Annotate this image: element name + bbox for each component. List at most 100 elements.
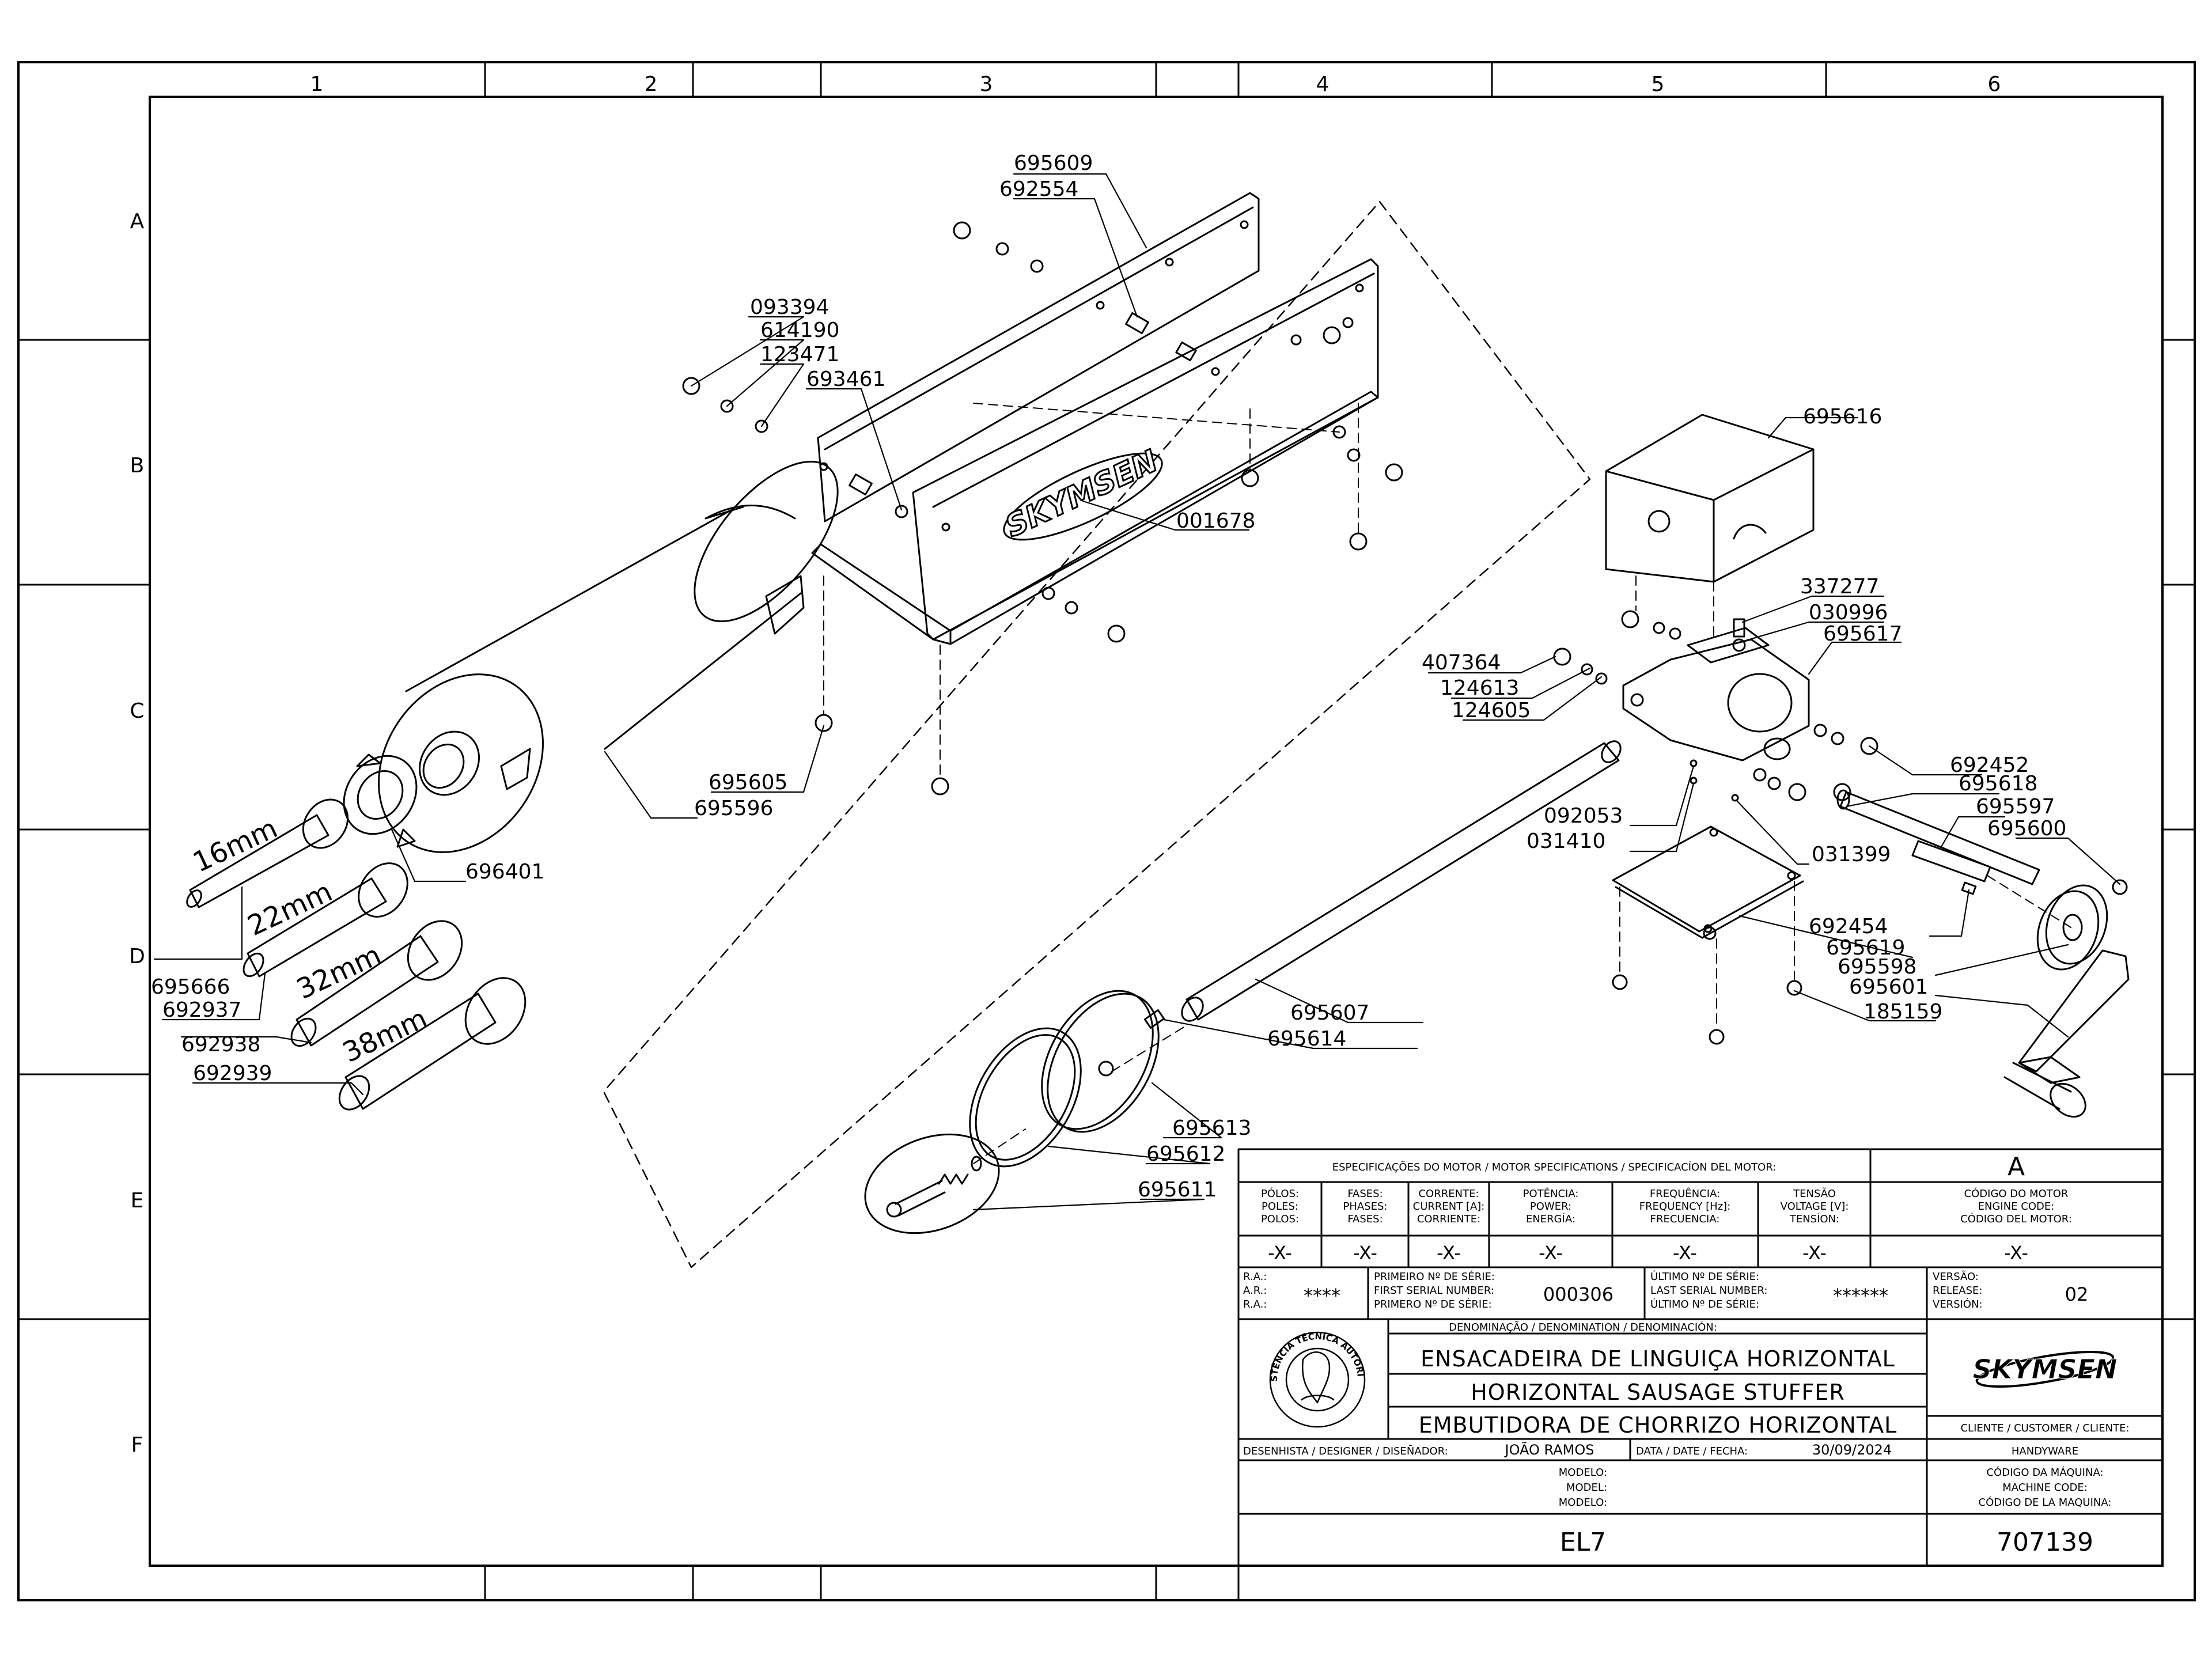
voltage-label-pt: TENSÃO — [1793, 1187, 1836, 1200]
grid-labels: 1 2 3 4 5 6 A B C D E F — [129, 73, 2001, 1457]
phases-value: -X- — [1353, 1242, 1377, 1264]
grid-ticks — [18, 62, 2195, 1600]
grid-col-3: 3 — [980, 73, 993, 96]
version-label-es: VERSIÓN: — [1933, 1298, 1983, 1310]
gear-housing — [1622, 627, 1810, 762]
engine-code-label-pt: CÓDIGO DO MOTOR — [1964, 1187, 2069, 1200]
part-696401: 696401 — [465, 860, 544, 884]
revision-letter: A — [2008, 1152, 2025, 1181]
poles-label-en: POLES: — [1262, 1200, 1298, 1213]
part-001678: 001678 — [1176, 509, 1255, 533]
title-spanish: EMBUTIDORA DE CHORRIZO HORIZONTAL — [1419, 1412, 1897, 1438]
engine-code-label-en: ENGINE CODE: — [1978, 1200, 2055, 1213]
size-38mm: 38mm — [338, 1002, 432, 1069]
grid-row-e: E — [131, 1189, 144, 1213]
bottom-plate — [1612, 825, 1804, 939]
part-093394: 093394 — [750, 296, 829, 319]
part-number-labels: 695609 692554 093394 614190 123471 69346… — [151, 151, 2066, 1202]
part-695613: 695613 — [1172, 1116, 1251, 1140]
part-695601: 695601 — [1849, 975, 1928, 999]
piston-rod — [1143, 740, 1622, 1029]
nozzle-size-labels: 16mm 22mm 32mm 38mm — [188, 812, 432, 1069]
voltage-label-es: TENSÍON: — [1789, 1213, 1839, 1225]
model-value: EL7 — [1560, 1528, 1606, 1557]
frequency-value: -X- — [1673, 1242, 1697, 1264]
part-407364: 407364 — [1422, 651, 1501, 675]
first-serial-value: 000306 — [1543, 1283, 1613, 1305]
grid-col-1: 1 — [310, 73, 324, 96]
housing-hardware — [1553, 610, 2128, 1045]
date-label: DATA / DATE / FECHA: — [1636, 1445, 1748, 1457]
drive-shaft — [1833, 783, 2040, 885]
part-124613: 124613 — [1440, 676, 1519, 700]
grid-row-d: D — [129, 945, 145, 968]
grid-col-4: 4 — [1316, 73, 1330, 96]
designer-label: DESENHISTA / DESIGNER / DISEÑADOR: — [1243, 1445, 1448, 1457]
current-label-es: CORRIENTE: — [1417, 1213, 1480, 1225]
part-031410: 031410 — [1527, 830, 1605, 853]
crank-handle — [2003, 949, 2130, 1118]
piston-cap — [864, 1133, 1000, 1234]
phases-label-en: PHASES: — [1343, 1200, 1388, 1213]
machine-code-label-pt: CÓDIGO DA MÁQUINA: — [1986, 1466, 2103, 1479]
part-092053: 092053 — [1544, 804, 1623, 828]
part-124605: 124605 — [1452, 699, 1531, 722]
title-english: HORIZONTAL SAUSAGE STUFFER — [1471, 1380, 1845, 1405]
last-serial-label-en: LAST SERIAL NUMBER: — [1650, 1285, 1767, 1297]
grid-col-2: 2 — [645, 73, 658, 96]
poles-label-pt: PÓLOS: — [1261, 1187, 1299, 1200]
grid-col-6: 6 — [1988, 73, 2001, 96]
title-block-grid — [1237, 1148, 2164, 1567]
customer-value: HANDYWARE — [2012, 1445, 2078, 1457]
customer-label: CLIENTE / CUSTOMER / CLIENTE: — [1960, 1422, 2129, 1434]
frequency-label-en: FREQUENCY [Hz]: — [1639, 1200, 1730, 1213]
phases-label-es: FASES: — [1347, 1213, 1382, 1225]
part-693461: 693461 — [806, 368, 885, 391]
drive-gear — [2036, 884, 2108, 971]
current-label-pt: CORRENTE: — [1418, 1188, 1479, 1200]
machine-code-value: 707139 — [1997, 1528, 2093, 1557]
gearbox-cover — [1605, 414, 1815, 583]
part-695597: 695597 — [1976, 795, 2055, 819]
part-695618: 695618 — [1959, 772, 2037, 796]
part-123471: 123471 — [760, 343, 839, 366]
grid-row-b: B — [130, 454, 145, 478]
version-label-en: RELEASE: — [1933, 1285, 1982, 1297]
engine-code-label-es: CÓDIGO DEL MOTOR: — [1960, 1213, 2072, 1225]
first-serial-label-en: FIRST SERIAL NUMBER: — [1374, 1285, 1494, 1297]
outer-border — [17, 61, 2196, 1601]
title-portuguese: ENSACADEIRA DE LINGUIÇA HORIZONTAL — [1421, 1346, 1895, 1372]
part-695617: 695617 — [1823, 622, 1902, 646]
machine-code-label-es: CÓDIGO DE LA MAQUINA: — [1979, 1496, 2112, 1509]
grid-row-c: C — [130, 699, 144, 723]
part-614190: 614190 — [760, 319, 839, 342]
title-block-logo: SKYMSEN — [1972, 1350, 2118, 1388]
assembly-envelope — [603, 200, 1591, 1268]
nozzle-32mm — [290, 920, 463, 1047]
poles-label-es: POLOS: — [1261, 1213, 1299, 1225]
part-695600: 695600 — [1987, 817, 2066, 840]
grid-row-a: A — [130, 210, 145, 233]
part-695605: 695605 — [709, 771, 787, 794]
part-692938: 692938 — [181, 1033, 260, 1056]
first-serial-label-es: PRIMERO Nº DE SÉRIE: — [1374, 1298, 1492, 1310]
date-value: 30/09/2024 — [1812, 1442, 1892, 1458]
leader-lines — [153, 173, 2121, 1211]
nozzle-nut — [343, 753, 418, 848]
part-695614: 695614 — [1267, 1027, 1346, 1051]
part-695611: 695611 — [1138, 1178, 1217, 1202]
frame-rails — [811, 192, 1379, 645]
nozzle-16mm — [186, 798, 349, 908]
part-692554: 692554 — [999, 177, 1078, 201]
last-serial-value: ****** — [1833, 1285, 1888, 1306]
power-value: -X- — [1539, 1242, 1563, 1264]
current-value: -X- — [1437, 1242, 1461, 1264]
version-label-pt: VERSÃO: — [1933, 1270, 1979, 1283]
part-695666: 695666 — [151, 975, 230, 999]
power-label-en: POWER: — [1530, 1200, 1571, 1213]
ra-value: **** — [1304, 1285, 1340, 1306]
part-695596: 695596 — [694, 797, 773, 820]
first-serial-label-pt: PRIMEIRO Nº DE SÉRIE: — [1374, 1270, 1495, 1283]
svg-text:SKYMSEN: SKYMSEN — [1973, 1354, 2118, 1385]
part-695598: 695598 — [1838, 955, 1916, 979]
